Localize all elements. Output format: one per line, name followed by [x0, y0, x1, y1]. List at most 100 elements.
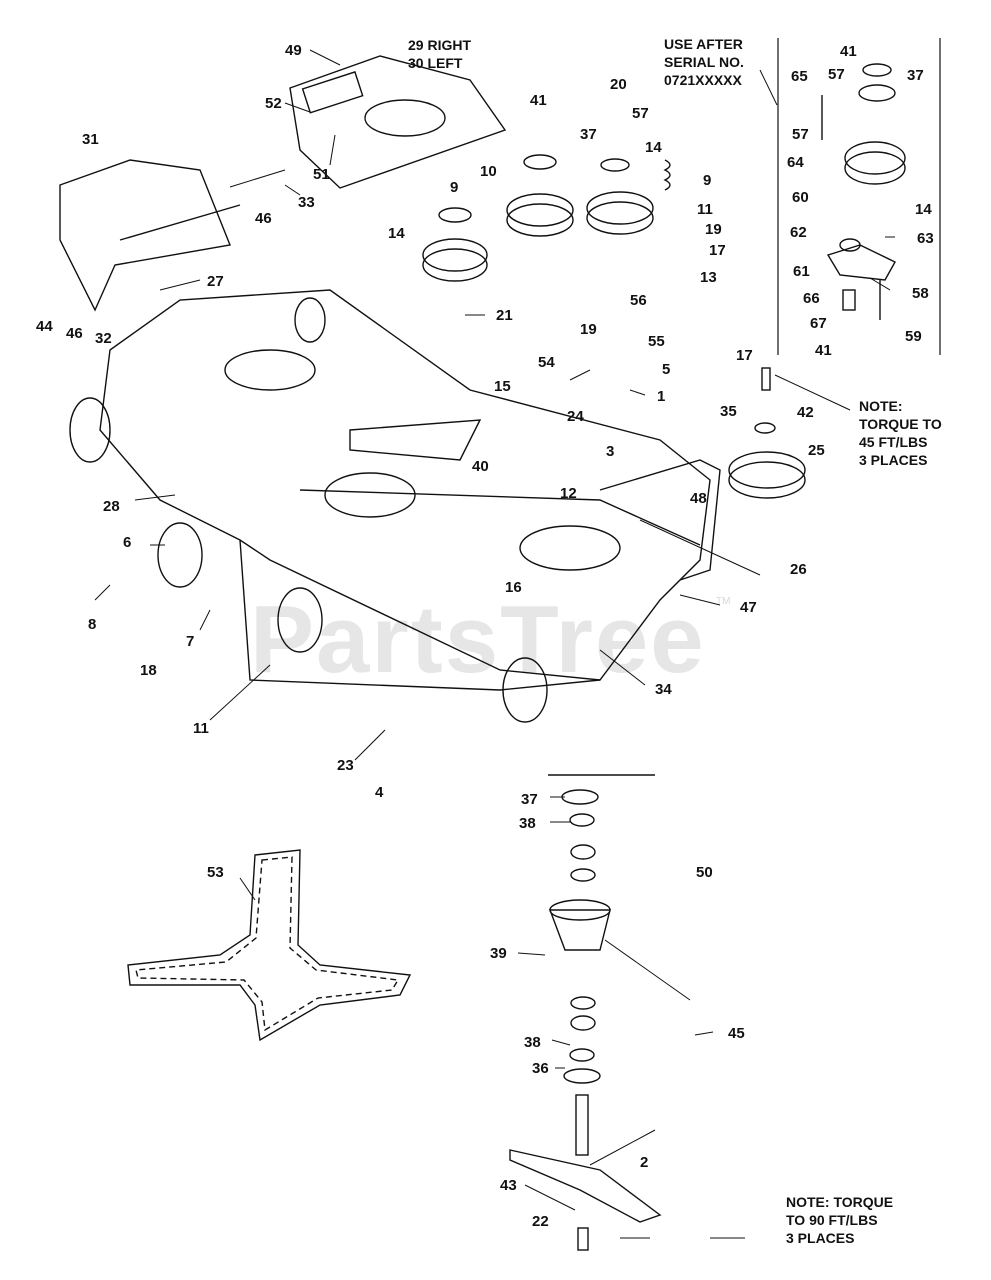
callout-40: 40	[472, 458, 489, 475]
callout-55: 55	[648, 333, 665, 350]
spacer-37	[561, 789, 599, 805]
callout-17b: 17	[736, 347, 753, 364]
deck-outline	[99, 289, 711, 681]
spindle-mount-right	[519, 525, 621, 571]
callout-67: 67	[810, 315, 827, 332]
pulley-10	[506, 203, 574, 237]
watermark-trademark: TM	[716, 596, 731, 607]
callout-9a: 9	[450, 179, 459, 196]
callout-16: 16	[505, 579, 522, 596]
callout-14b: 14	[388, 225, 405, 242]
callout-62: 62	[790, 224, 807, 241]
callout-36: 36	[532, 1060, 549, 1077]
callout-12: 12	[560, 485, 577, 502]
callout-11b: 11	[193, 720, 209, 737]
serial-note: USE AFTER SERIAL NO. 0721XXXXX	[664, 36, 744, 88]
callout-47: 47	[740, 599, 757, 616]
callout-64: 64	[787, 154, 804, 171]
callout-44: 44	[36, 318, 53, 335]
callout-6: 6	[123, 534, 132, 551]
pulley-14-right	[586, 201, 654, 235]
callout-48: 48	[690, 490, 707, 507]
spindle-housing-50	[548, 909, 611, 951]
gauge-wheel-6	[157, 522, 203, 588]
spring-9	[663, 159, 671, 191]
callout-38: 38	[519, 815, 536, 832]
callout-46: 46	[255, 210, 272, 227]
belt-guard	[59, 159, 231, 312]
callout-2: 2	[640, 1154, 649, 1171]
callout-21: 21	[496, 307, 513, 324]
callout-57b-inset: 57	[792, 126, 809, 143]
cover-decal	[301, 71, 364, 114]
callout-52: 52	[265, 95, 282, 112]
spindle-mount-left	[324, 472, 416, 518]
callout-33: 33	[298, 194, 315, 211]
callout-1: 1	[657, 388, 666, 405]
callout-58: 58	[912, 285, 929, 302]
callout-53: 53	[207, 864, 224, 881]
callout-46b: 46	[66, 325, 83, 342]
callout-65: 65	[791, 68, 808, 85]
callout-41b-inset: 41	[815, 342, 832, 359]
gauge-wheel-right	[502, 657, 548, 723]
cover-side-note: 29 RIGHT 30 LEFT	[408, 37, 472, 71]
callout-32: 32	[95, 330, 112, 347]
idler-pulley-26	[728, 451, 806, 489]
callout-14: 14	[645, 139, 662, 156]
callout-39: 39	[490, 945, 507, 962]
callout-17: 17	[709, 242, 726, 259]
spindle-shaft	[575, 1094, 589, 1156]
watermark: PartsTree	[250, 586, 706, 693]
callout-42: 42	[797, 404, 814, 421]
callout-63: 63	[917, 230, 934, 247]
callout-24: 24	[567, 408, 584, 425]
callout-19: 19	[705, 221, 722, 238]
callout-50: 50	[696, 864, 713, 881]
callout-37: 37	[580, 126, 597, 143]
callout-11: 11	[697, 201, 713, 218]
callout-27: 27	[207, 273, 224, 290]
callout-9b: 9	[703, 172, 712, 189]
front-wheel-left	[69, 397, 111, 463]
callout-28: 28	[103, 498, 120, 515]
callout-66: 66	[803, 290, 820, 307]
callout-41-inset: 41	[840, 43, 857, 60]
callout-20: 20	[610, 76, 627, 93]
callout-26: 26	[790, 561, 807, 578]
drive-belt-53	[127, 849, 412, 1042]
deck-cover	[289, 55, 507, 189]
pulley-14	[422, 248, 488, 282]
callout-14-inset: 14	[915, 201, 932, 218]
callout-34: 34	[655, 681, 672, 698]
callout-45: 45	[728, 1025, 745, 1042]
callout-10: 10	[480, 163, 497, 180]
callout-35: 35	[720, 403, 737, 420]
cover-recess	[364, 99, 446, 137]
callout-56: 56	[630, 292, 647, 309]
callout-18: 18	[140, 662, 157, 679]
callout-43: 43	[500, 1177, 517, 1194]
blade-2	[509, 1149, 662, 1223]
callout-22: 22	[532, 1213, 549, 1230]
callout-7: 7	[186, 633, 195, 650]
callout-61: 61	[793, 263, 810, 280]
callout-37-inset: 37	[907, 67, 924, 84]
callout-60: 60	[792, 189, 809, 206]
gauge-wheel	[277, 587, 323, 653]
deck-plate	[349, 419, 482, 461]
callout-49: 49	[285, 42, 302, 59]
idler-bracket-58	[826, 244, 896, 281]
torque-note-90: NOTE: TORQUE TO 90 FT/LBS 3 PLACES	[786, 1194, 894, 1246]
callout-5: 5	[662, 361, 671, 378]
callout-51: 51	[313, 166, 330, 183]
callout-57-inset: 57	[828, 66, 845, 83]
callout-15: 15	[494, 378, 511, 395]
callout-19b: 19	[580, 321, 597, 338]
inset-pulley-14	[844, 141, 906, 175]
callout-4: 4	[375, 784, 384, 801]
callout-57: 57	[632, 105, 649, 122]
callout-8: 8	[88, 616, 97, 633]
callout-25: 25	[808, 442, 825, 459]
